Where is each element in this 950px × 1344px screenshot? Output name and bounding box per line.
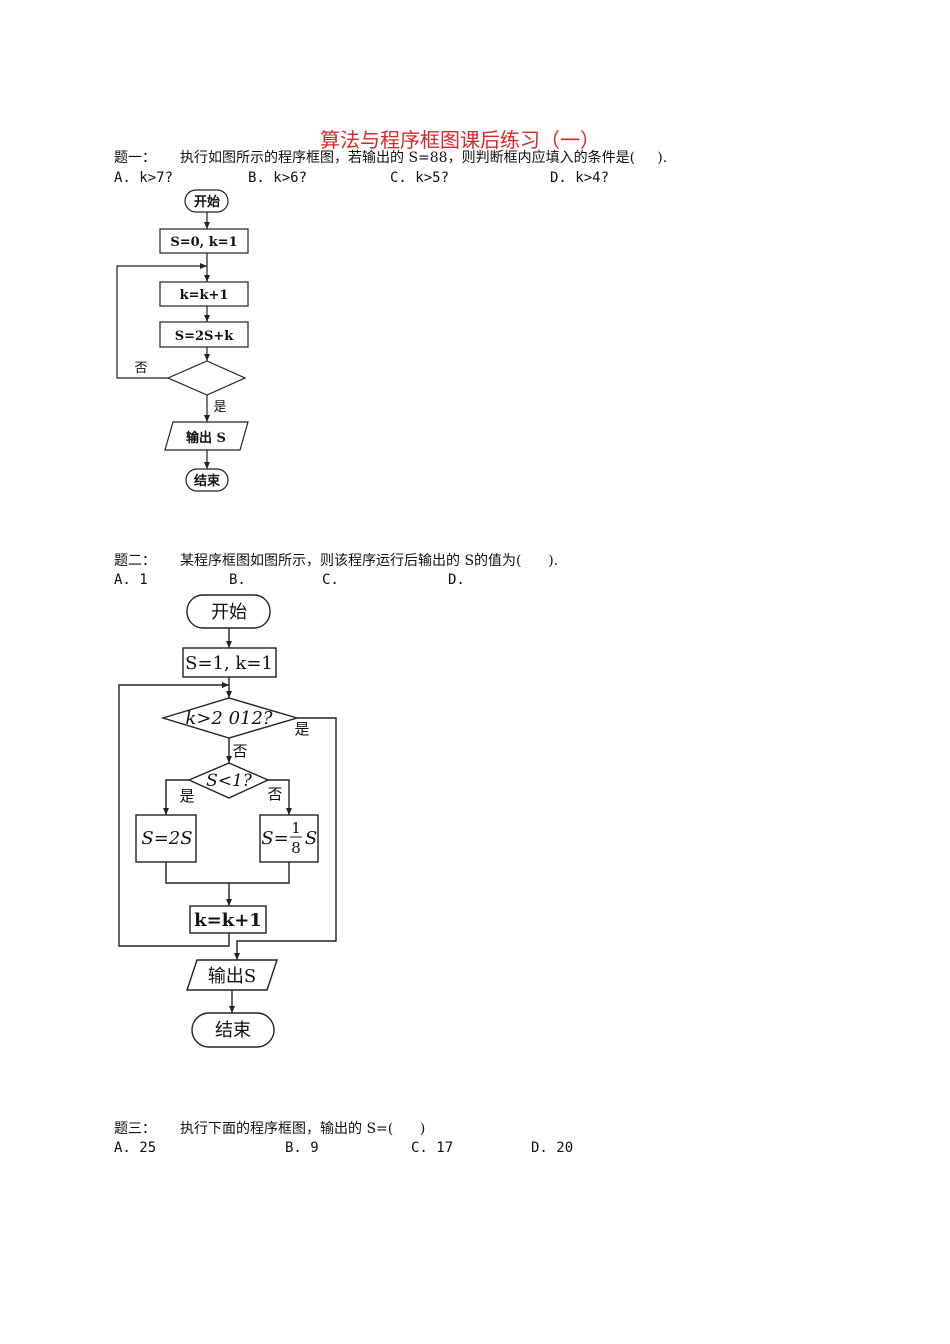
fc2-no2-label: 否 (267, 785, 282, 803)
fc1-step2-label: S=2S+k (175, 329, 235, 344)
q1-label: 题一： (114, 150, 156, 166)
fc1-step2-box (159, 321, 249, 348)
q1-option-c: C. k>5? (390, 170, 450, 186)
fc1-step1-label: k=k+1 (180, 288, 229, 303)
fc1-no-label: 否 (134, 361, 147, 376)
fc2-right-denominator: 8 (291, 839, 301, 857)
q3-option-d: D. 20 (531, 1140, 574, 1156)
fc1-end-label: 结束 (194, 473, 221, 489)
flowchart-1 (116, 189, 249, 492)
fc1-start-label: 开始 (194, 194, 220, 210)
fc2-yes1-label: 是 (294, 720, 309, 738)
fc2-output-label: 输出S (208, 966, 256, 987)
fc2-start-label: 开始 (211, 602, 247, 623)
q2-option-d: D. (448, 572, 465, 588)
fc1-output (164, 421, 249, 451)
fc2-right-prefix: S= (261, 828, 288, 849)
q1-text: 执行如图所示的程序框图，若输出的 S=88，则判断框内应填入的条件是( ). (180, 150, 668, 166)
q1-option-b: B. k>6? (248, 170, 308, 186)
fc2-left-label: S=2S (141, 828, 192, 849)
q2-option-a: A. 1 (114, 572, 148, 588)
q2-option-c: C. (322, 572, 339, 588)
q3-option-b: B. 9 (285, 1140, 319, 1156)
q3-text: 执行下面的程序框图，输出的 S=( ) (180, 1121, 426, 1137)
fc1-init-box (159, 228, 249, 254)
fc2-right-numerator: 1 (291, 819, 301, 837)
q1-option-d: D. k>4? (550, 170, 610, 186)
fc1-yes-label: 是 (213, 400, 226, 415)
fc2-end-label: 结束 (215, 1020, 251, 1041)
fc1-step1-box (159, 281, 249, 307)
q3-option-a: A. 25 (114, 1140, 157, 1156)
q2-label: 题二： (114, 553, 156, 569)
fc2-step-box (189, 905, 267, 934)
fc1-init-label: S=0, k=1 (170, 235, 237, 250)
fc1-decision (166, 360, 247, 396)
fc2-end-terminal (191, 1012, 275, 1048)
q2-option-b: B. (229, 572, 246, 588)
fc2-right-suffix: S (305, 828, 317, 849)
fc2-decision-2-label: S<1? (206, 771, 253, 791)
fc2-no1-label: 否 (232, 742, 247, 760)
q1-option-a: A. k>7? (114, 170, 174, 186)
fc2-decision-1-label: k>2 012? (185, 708, 273, 729)
fc2-init-label: S=1, k=1 (185, 653, 273, 674)
q2-text: 某程序框图如图所示，则该程序运行后输出的 S的值为( ). (180, 553, 559, 569)
fc1-output-label: 输出 S (186, 430, 226, 446)
flowchart-2 (118, 594, 337, 1048)
q3-label: 题三： (114, 1121, 156, 1137)
q3-option-c: C. 17 (411, 1140, 454, 1156)
fc2-output (186, 959, 278, 991)
fc2-step-label: k=k+1 (194, 910, 262, 931)
page-title: 算法与程序框图课后练习（一） (320, 128, 600, 152)
fc2-yes2-label: 是 (179, 787, 194, 805)
